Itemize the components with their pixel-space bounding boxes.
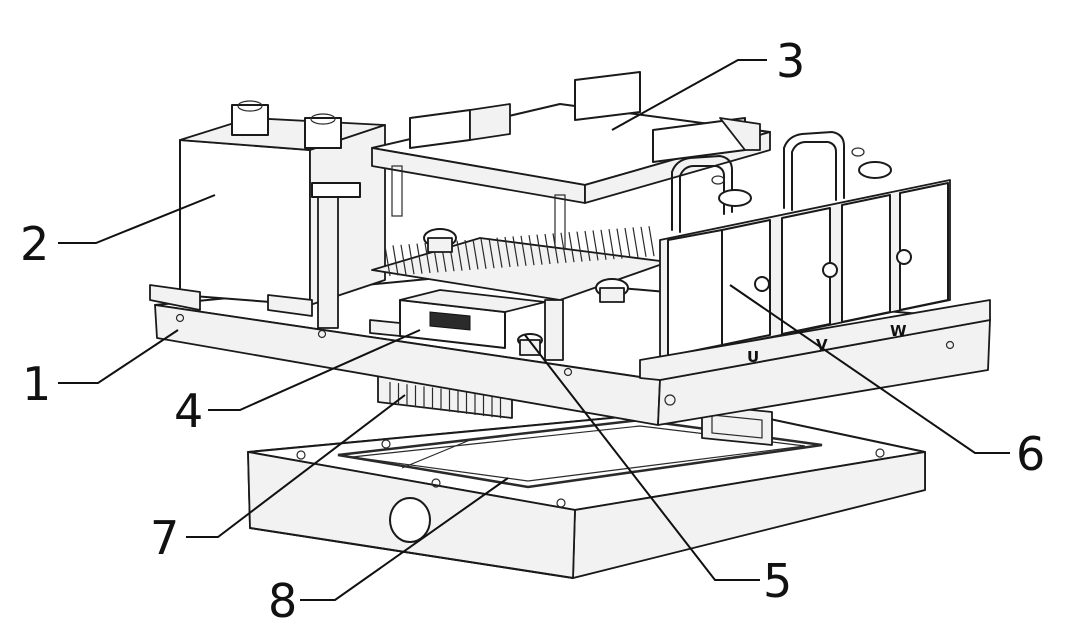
callout-7: 7 bbox=[150, 511, 179, 565]
winding-stroke bbox=[512, 236, 519, 267]
callout-1: 1 bbox=[22, 357, 51, 411]
winding-stroke bbox=[616, 228, 623, 259]
winding-stroke bbox=[632, 227, 639, 258]
mounting-bolts bbox=[423, 228, 629, 361]
winding-stroke bbox=[528, 235, 535, 266]
leader-line-5 bbox=[524, 334, 760, 581]
winding-stroke bbox=[592, 230, 599, 261]
winding-stroke bbox=[504, 236, 511, 268]
support-post bbox=[311, 182, 361, 329]
callout-5: 5 bbox=[763, 554, 792, 608]
winding-stroke bbox=[536, 234, 543, 265]
winding-stroke bbox=[544, 233, 551, 265]
winding-stroke bbox=[384, 245, 391, 277]
cooling-base-plate bbox=[247, 407, 926, 579]
callout-6: 6 bbox=[1016, 427, 1045, 481]
winding-stroke bbox=[608, 229, 615, 260]
callout-3: 3 bbox=[776, 34, 805, 88]
leader-line-1 bbox=[58, 329, 179, 384]
phase-label-u: U bbox=[747, 348, 759, 366]
leader-line-7 bbox=[186, 394, 406, 538]
leader-line-4 bbox=[208, 329, 421, 411]
winding-stroke bbox=[400, 244, 407, 275]
control-board bbox=[371, 71, 771, 256]
connector-pins bbox=[377, 374, 513, 419]
winding-stroke bbox=[640, 226, 647, 257]
winding-stroke bbox=[488, 238, 495, 269]
leader-line-8 bbox=[300, 477, 509, 601]
winding-stroke bbox=[464, 239, 471, 271]
winding-stroke bbox=[408, 244, 415, 275]
leader-line-3 bbox=[611, 59, 767, 131]
power-module-terminals: U V W bbox=[639, 131, 991, 381]
winding-stroke bbox=[456, 240, 463, 271]
capacitor-block bbox=[149, 100, 386, 317]
callout-2: 2 bbox=[20, 217, 49, 271]
winding-stroke bbox=[416, 243, 423, 274]
winding-stroke bbox=[424, 242, 431, 274]
winding-stroke bbox=[552, 233, 559, 264]
winding-stroke bbox=[584, 230, 591, 262]
winding-stroke bbox=[472, 239, 479, 270]
winding-stroke bbox=[496, 237, 503, 268]
winding-stroke bbox=[480, 238, 487, 269]
winding-stroke bbox=[568, 232, 575, 263]
callout-8: 8 bbox=[268, 574, 297, 628]
leader-line-2 bbox=[58, 194, 216, 244]
winding-stroke bbox=[624, 227, 631, 259]
winding-stroke bbox=[576, 231, 583, 262]
current-sensor-module bbox=[369, 289, 546, 349]
winding-stroke bbox=[560, 232, 567, 263]
winding-stroke bbox=[392, 245, 399, 276]
phase-label-w: W bbox=[890, 322, 907, 340]
leader-line-6 bbox=[729, 284, 1010, 454]
winding-stroke bbox=[520, 235, 527, 266]
winding-stroke bbox=[600, 229, 607, 260]
callout-4: 4 bbox=[174, 384, 203, 438]
winding-stroke bbox=[648, 226, 655, 257]
